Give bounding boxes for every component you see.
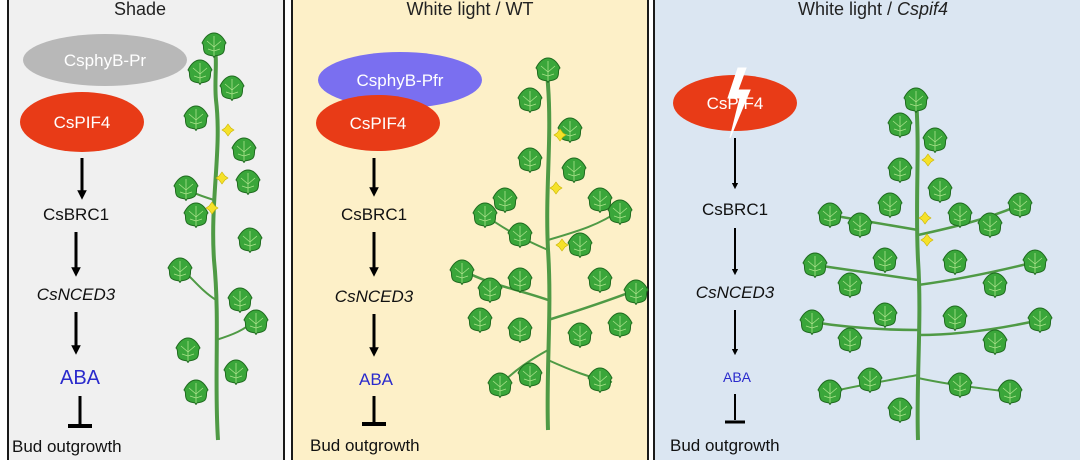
panel-shade: Shade CsphyB-Pr CsPIF4 CsBRC1 CsNCED3 AB… [7,0,285,460]
nced3-label: CsNCED3 [37,285,116,304]
phyb-pfr-ellipse [318,52,482,108]
pif4-ellipse [673,75,797,131]
bud-outgrowth-label: Bud outgrowth [670,436,780,455]
panel-wt: White light / WT CsphyB-Pfr CsPIF4 CsBRC… [291,0,649,460]
phyb-pfr-label: CsphyB-Pfr [357,71,444,90]
panel-shade-title: Shade [114,0,166,19]
panel-wt-title: White light / WT [406,0,533,19]
lightning-bolt-icon [727,67,751,139]
panel-mutant-title: White light / Cspif4 [798,0,948,19]
pif4-label: CsPIF4 [350,114,407,133]
t-bar-inhibition-icon [725,394,745,424]
cucumber-plant-illustration [167,32,269,441]
bud-outgrowth-label: Bud outgrowth [12,437,122,456]
t-bar-inhibition-icon [362,396,386,426]
bud-outgrowth-label: Bud outgrowth [310,436,420,455]
brc1-label: CsBRC1 [702,200,768,219]
aba-label: ABA [723,369,752,385]
pif4-label: CsPIF4 [707,94,764,113]
aba-label: ABA [60,367,101,389]
aba-label: ABA [359,370,394,389]
cucumber-plant-illustration [449,57,649,431]
nced3-label: CsNCED3 [335,287,414,306]
pif4-label: CsPIF4 [54,113,111,132]
t-bar-inhibition-icon [68,396,92,428]
brc1-label: CsBRC1 [43,205,109,224]
nced3-label: CsNCED3 [696,283,775,302]
phyb-pr-label: CsphyB-Pr [64,51,147,70]
phyb-pr-ellipse [23,34,187,86]
panel-mutant: White light / Cspif4 CsPIF4 CsBRC1 CsNCE… [653,0,1080,460]
cucumber-plant-illustration [799,87,1053,441]
pif4-ellipse [20,92,144,152]
pif4-ellipse [316,95,440,151]
brc1-label: CsBRC1 [341,205,407,224]
